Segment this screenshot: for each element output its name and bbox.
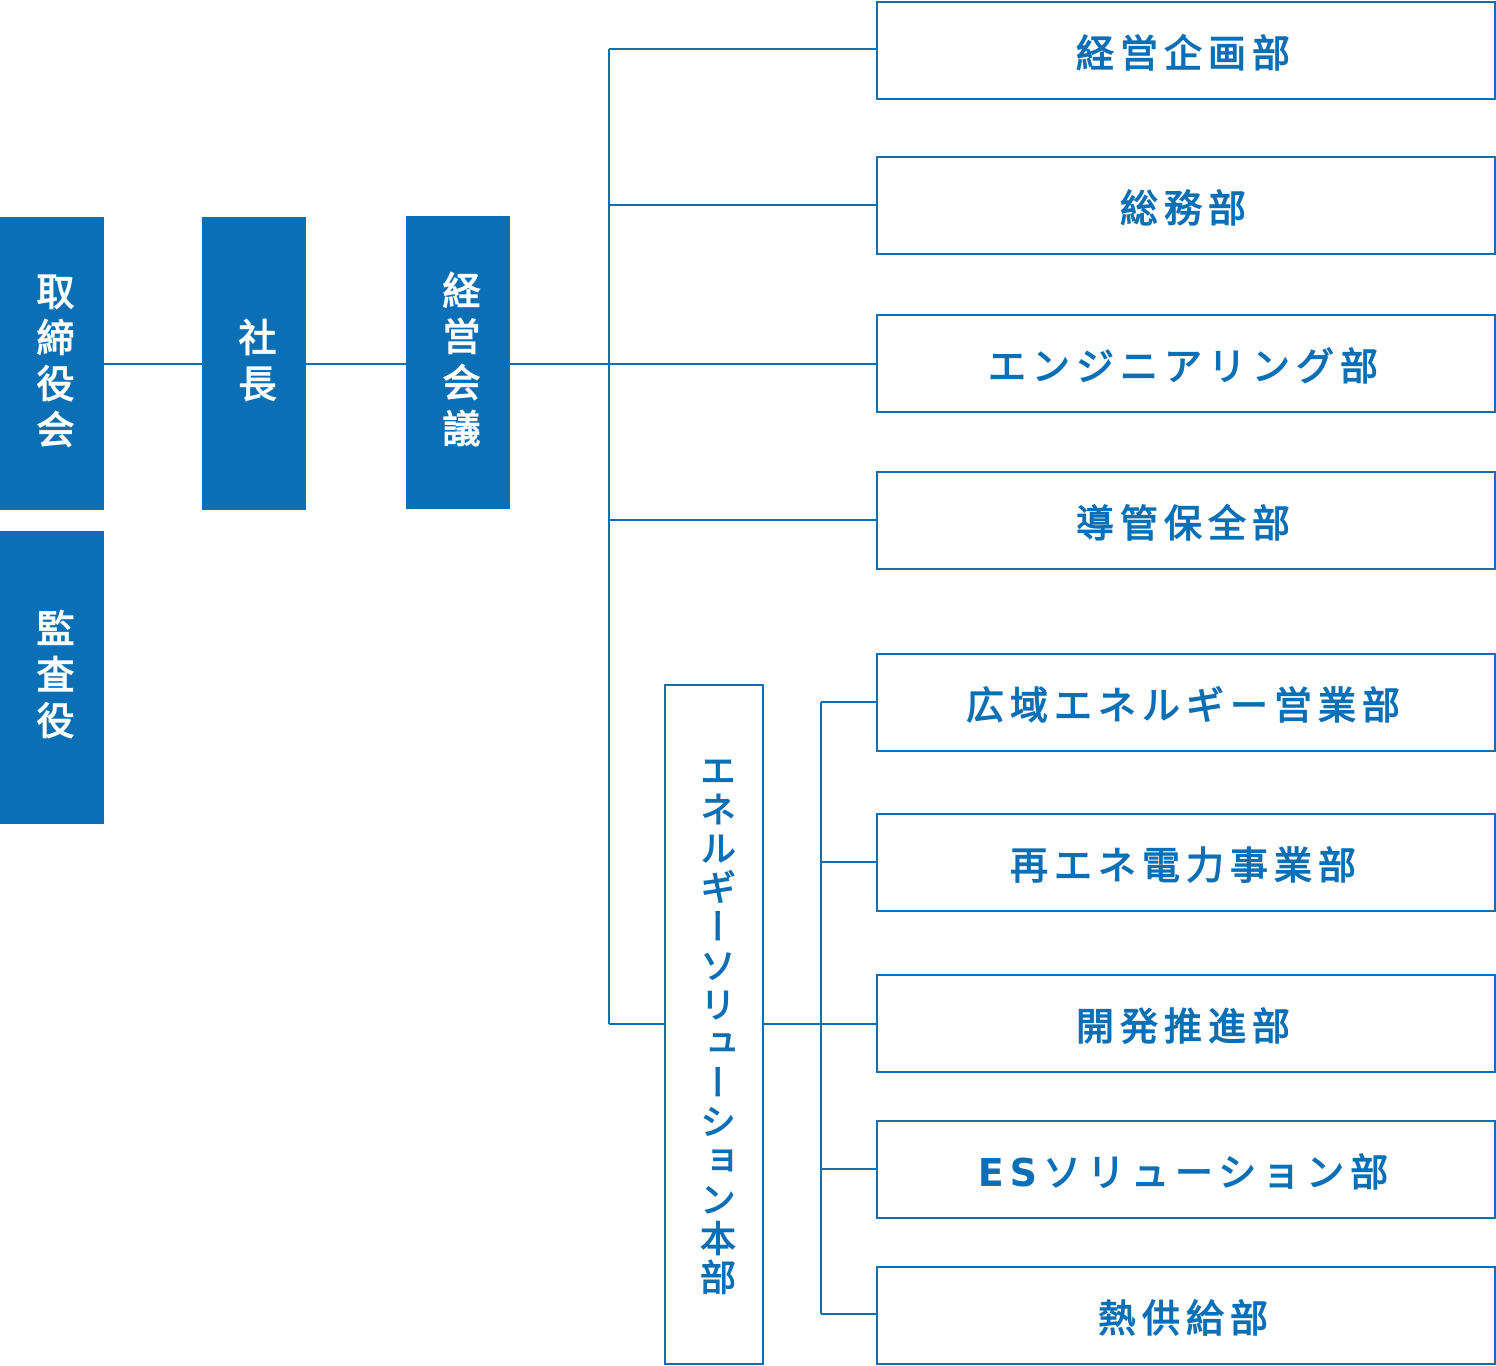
dept-box-engineering: エンジニアリング部 <box>876 314 1496 413</box>
dept-box-general-affairs: 総務部 <box>876 156 1496 255</box>
auditor-box: 監査役 <box>0 531 104 824</box>
management-meeting-box: 経営会議 <box>406 216 510 509</box>
president-box: 社長 <box>202 217 306 510</box>
dept-label: ESソリューション部 <box>977 1151 1395 1195</box>
board-box: 取締役会 <box>0 217 104 510</box>
president-label: 社長 <box>232 317 276 410</box>
auditor-label: 監査役 <box>30 608 74 747</box>
subdept-box-wide-area-sales: 広域エネルギー営業部 <box>876 653 1496 752</box>
dept-label: 熱供給部 <box>1097 1297 1274 1341</box>
subdept-box-renewable-power: 再エネ電力事業部 <box>876 813 1496 912</box>
dept-label: 再エネ電力事業部 <box>1009 844 1362 888</box>
dept-label: 開発推進部 <box>1075 1005 1296 1049</box>
dept-box-pipeline: 導管保全部 <box>876 471 1496 570</box>
dept-label: 経営企画部 <box>1075 32 1296 76</box>
management-meeting-label: 経営会議 <box>436 270 480 455</box>
dept-label: エンジニアリング部 <box>987 345 1384 389</box>
energy-division-box: エネルギーソリューション本部 <box>664 684 764 1365</box>
subdept-box-development: 開発推進部 <box>876 974 1496 1073</box>
subdept-box-es-solution: ESソリューション部 <box>876 1120 1496 1219</box>
board-label: 取締役会 <box>30 271 74 456</box>
dept-label: 導管保全部 <box>1075 502 1296 546</box>
energy-division-label: エネルギーソリューション本部 <box>694 751 735 1298</box>
dept-label: 総務部 <box>1119 187 1252 231</box>
dept-box-planning: 経営企画部 <box>876 1 1496 100</box>
dept-label: 広域エネルギー営業部 <box>965 684 1406 728</box>
subdept-box-heat-supply: 熱供給部 <box>876 1266 1496 1365</box>
